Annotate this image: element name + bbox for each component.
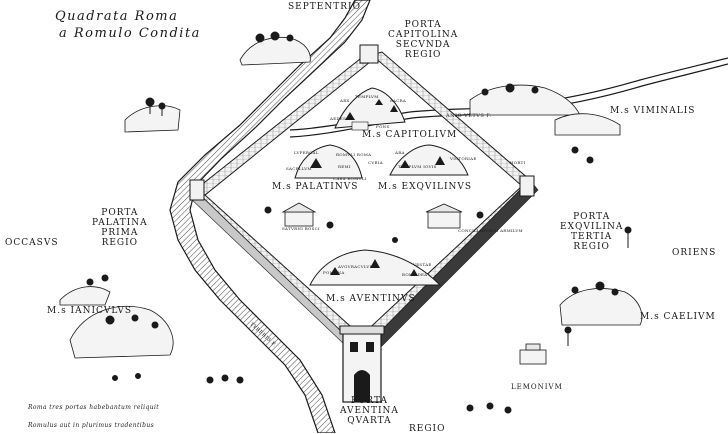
north-label: SEPTENTRIO <box>288 2 361 12</box>
remi-label: REMI <box>338 164 351 169</box>
templum-iovis-label: TEMPLVM IOVIS <box>398 164 437 169</box>
gate-exquilina-line: EXQVILINA <box>560 222 624 232</box>
gate-capitolina-line: CAPITOLINA <box>388 30 459 40</box>
gate-capitolina-line: PORTA <box>404 20 442 30</box>
victoriae-label: VICTORIAE <box>450 156 477 161</box>
hill-palatinus <box>294 144 363 179</box>
hill-viminalis <box>469 84 621 136</box>
gate-aventina-line: QVARTA <box>347 416 392 426</box>
gate-palatina-line: PORTA <box>101 208 139 218</box>
trees <box>86 31 632 414</box>
hill-viminalis-label: M.s VIMINALIS <box>610 106 696 116</box>
hill-ianiculus <box>59 286 174 359</box>
lemonium-building <box>519 343 547 365</box>
buildings <box>281 121 463 229</box>
casa-romuli-label: CASA ROMVLI <box>333 176 367 181</box>
gate-palatina-line: PALATINA <box>92 218 148 228</box>
templum-label: TEMPLVM <box>355 94 379 99</box>
gate-aventina-regio: REGIO <box>409 424 446 434</box>
gate-aventina-line: PORTA <box>350 396 388 406</box>
aventina-gate-tower <box>339 325 385 403</box>
map-title-line-1: Quadrata Roma <box>55 9 179 24</box>
gate-capitolina-label: PORTA CAPITOLINA SECVNDA REGIO <box>388 20 458 60</box>
arx-label: ARX <box>340 98 350 103</box>
pomona-label: POMONA <box>323 270 345 275</box>
map-title-line-2: a Romulo Condita <box>59 26 201 41</box>
lupercal-label: LVPERCAL <box>294 150 319 155</box>
anio-label: ANIO VETVS F. <box>446 113 492 119</box>
hill-aventinus <box>309 249 442 286</box>
conciliabulum-label: CONCILIABVLVM ARMILVM <box>458 228 523 233</box>
hill-palatinus-label: M.s PALATINVS <box>272 182 359 192</box>
hill-capitolium <box>334 87 406 129</box>
aedes-label: AEDES <box>330 116 347 121</box>
fons-label: FONS <box>376 124 390 129</box>
gate-exquilina-line: TERTIA <box>571 232 613 242</box>
gate-capitolina-line: SECVNDA <box>395 40 451 50</box>
saturni-bosci-label: SATVRNI BOSCI <box>282 226 320 231</box>
gate-exquilina-line: REGIO <box>573 242 610 252</box>
hill-caelium-label: M.s CAELIVM <box>640 312 716 322</box>
lemonium-label: LEMONIVM <box>511 383 563 391</box>
hill-aventinus-label: M.s AVENTINVS <box>326 294 416 304</box>
tiber-river <box>169 0 371 433</box>
gate-aventina-label: PORTA AVENTINA QVARTA <box>340 396 399 426</box>
gate-capitolina-line: REGIO <box>404 50 442 60</box>
gate-exquilina-label: PORTA EXQVILINA TERTIA REGIO <box>560 212 623 252</box>
gate-palatina-label: PORTA PALATINA PRIMA REGIO <box>92 208 148 248</box>
romuli-roma-label: ROMVLI ROMA <box>336 152 372 157</box>
bona-dea-label: BONA DEA <box>402 272 428 277</box>
hill-exquilinus <box>389 144 469 176</box>
gate-palatina-line: PRIMA <box>101 228 139 238</box>
note-line-2: Romulus aut in plurimus tradentibus <box>28 422 155 429</box>
curia-label: CVRIA <box>368 160 383 165</box>
hill-ianiculus-label: M.s IANICVLVS <box>47 306 132 316</box>
sacra-label: SACRA <box>390 98 407 103</box>
hill-capitolium-label: M.s CAPITOLIVM <box>362 130 458 140</box>
note-line-1: Roma tres portas habebantum reliquit <box>28 404 160 411</box>
hill-exquilinus-label: M.s EXQVILINVS <box>378 182 473 192</box>
horti-label: HORTI <box>510 160 526 165</box>
hill-caelium <box>559 288 643 326</box>
gate-palatina-line: REGIO <box>101 238 139 248</box>
gate-exquilina-line: PORTA <box>573 212 611 222</box>
auguraculum-label: AVGVRACVLVM <box>338 264 374 269</box>
sacellum-label: SACELLVM <box>286 166 312 171</box>
vestae-label: VESTAE <box>413 262 432 267</box>
gate-aventina-line: AVENTINA <box>340 406 399 416</box>
west-label: OCCASVS <box>5 238 59 248</box>
ara-label: ARA <box>395 150 405 155</box>
map-title: Quadrata Roma a Romulo Condita <box>55 8 201 42</box>
corner-towers <box>189 44 535 201</box>
east-label: ORIENS <box>672 248 717 258</box>
